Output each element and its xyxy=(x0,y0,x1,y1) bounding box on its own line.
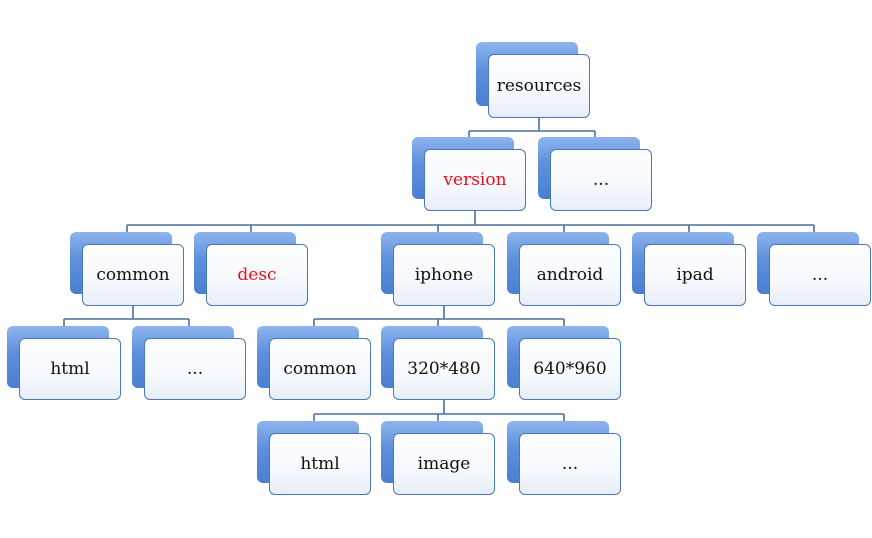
node-iphone: iphone xyxy=(381,232,495,306)
node-common-1: common xyxy=(70,232,184,306)
node-label: ... xyxy=(144,338,246,400)
node-label: 320*480 xyxy=(393,338,495,400)
node-html-2: html xyxy=(257,421,371,495)
node-label: desc xyxy=(206,244,308,306)
node-label: ... xyxy=(550,149,652,211)
node-label: resources xyxy=(488,54,590,118)
node-image: image xyxy=(381,421,495,495)
node-label: ... xyxy=(769,244,871,306)
node-label: common xyxy=(269,338,371,400)
node-label: iphone xyxy=(393,244,495,306)
node-label: ... xyxy=(519,433,621,495)
node-label: ipad xyxy=(644,244,746,306)
node-common-2: common xyxy=(257,326,371,400)
node-more-2: ... xyxy=(757,232,871,306)
node-label: 640*960 xyxy=(519,338,621,400)
node-res-320: 320*480 xyxy=(381,326,495,400)
node-version: version xyxy=(412,137,526,211)
node-label: image xyxy=(393,433,495,495)
node-label: version xyxy=(424,149,526,211)
node-resources: resources xyxy=(476,42,590,118)
node-html-1: html xyxy=(7,326,121,400)
node-label: html xyxy=(269,433,371,495)
node-label: android xyxy=(519,244,621,306)
node-more-5: ... xyxy=(507,421,621,495)
node-android: android xyxy=(507,232,621,306)
node-more-1: ... xyxy=(538,137,652,211)
node-ipad: ipad xyxy=(632,232,746,306)
node-more-3: ... xyxy=(132,326,246,400)
node-label: html xyxy=(19,338,121,400)
node-desc: desc xyxy=(194,232,308,306)
node-res-640: 640*960 xyxy=(507,326,621,400)
node-label: common xyxy=(82,244,184,306)
